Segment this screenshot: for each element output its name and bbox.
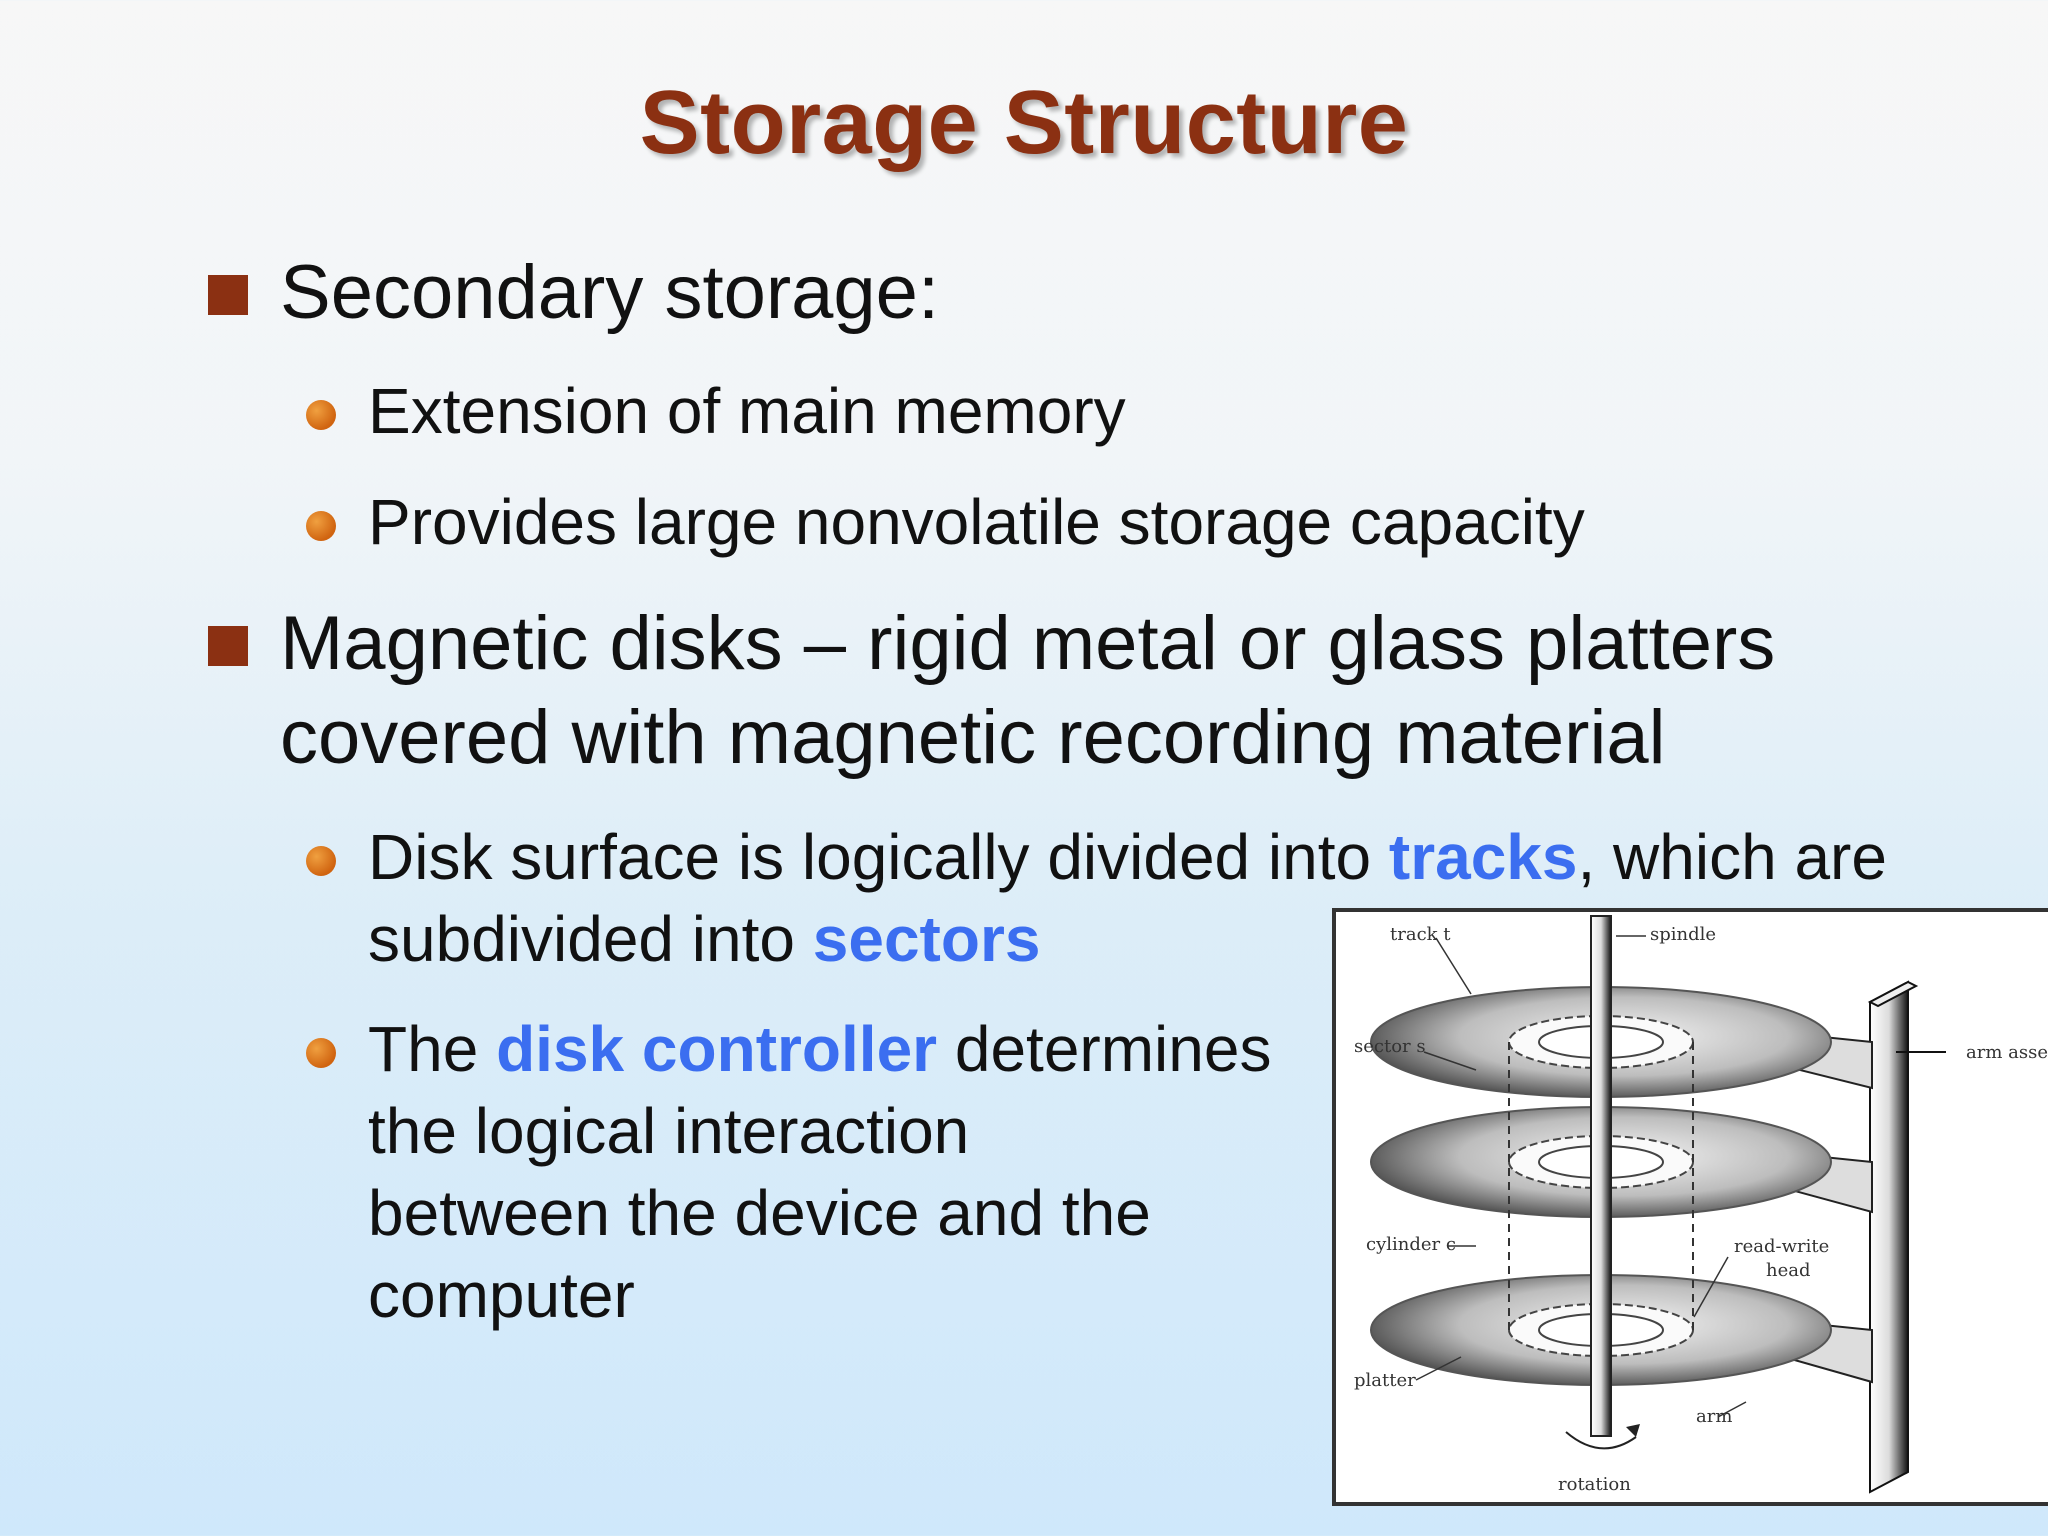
leader-lines bbox=[1415, 935, 1747, 1418]
highlight-disk-controller: disk controller bbox=[496, 1013, 938, 1085]
sub-bullet-disk-controller: The disk controller determines the logic… bbox=[306, 1008, 1272, 1336]
text: between the device and the bbox=[368, 1177, 1151, 1249]
label-read-write: read-write bbox=[1734, 1236, 1829, 1257]
sub-bullet-capacity: Provides large nonvolatile storage capac… bbox=[306, 481, 1585, 563]
dot-bullet-icon bbox=[306, 1038, 336, 1068]
dot-bullet-icon bbox=[306, 400, 336, 430]
bullet-text-line1: Magnetic disks – rigid metal or glass pl… bbox=[280, 601, 1776, 686]
label-sector: sector s bbox=[1354, 1036, 1426, 1057]
dot-bullet-icon bbox=[306, 511, 336, 541]
sub-bullet-tracks: Disk surface is logically divided into t… bbox=[306, 816, 1887, 980]
text: , which are bbox=[1577, 821, 1887, 893]
spindle bbox=[1565, 915, 1640, 1450]
label-spindle: spindle bbox=[1650, 924, 1716, 945]
label-arm: arm bbox=[1696, 1406, 1732, 1427]
disk-diagram: track t spindle arm assembly sector s cy… bbox=[1332, 908, 2048, 1506]
sub-bullet-extension: Extension of main memory bbox=[306, 370, 1126, 452]
square-bullet-icon bbox=[208, 275, 248, 315]
label-platter: platter bbox=[1354, 1370, 1416, 1391]
highlight-sectors: sectors bbox=[812, 903, 1041, 975]
text: Disk surface is logically divided into bbox=[368, 821, 1389, 893]
label-track: track t bbox=[1390, 924, 1451, 945]
bullet-text: Secondary storage: bbox=[280, 250, 940, 335]
text: subdivided into bbox=[368, 903, 813, 975]
label-rotation: rotation bbox=[1558, 1474, 1631, 1495]
highlight-tracks: tracks bbox=[1388, 821, 1578, 893]
label-cylinder: cylinder c bbox=[1366, 1234, 1456, 1255]
dot-bullet-icon bbox=[306, 846, 336, 876]
text: the logical interaction bbox=[368, 1095, 970, 1167]
label-arm-assembly: arm assembly bbox=[1966, 1042, 2048, 1063]
sub-bullet-text: Provides large nonvolatile storage capac… bbox=[368, 486, 1585, 558]
slide-title: Storage Structure bbox=[639, 73, 1409, 173]
bullet-magnetic-disks: Magnetic disks – rigid metal or glass pl… bbox=[208, 597, 1776, 785]
text: determines bbox=[937, 1013, 1272, 1085]
sub-bullet-text: Extension of main memory bbox=[368, 375, 1126, 447]
cylinder-lines bbox=[1508, 1042, 1694, 1330]
arm-assembly-column bbox=[1867, 980, 1946, 1494]
label-head: head bbox=[1766, 1260, 1811, 1281]
text: The bbox=[368, 1013, 497, 1085]
bullet-text-line2: covered with magnetic recording material bbox=[280, 695, 1666, 780]
bullet-secondary-storage: Secondary storage: bbox=[208, 246, 940, 340]
text: computer bbox=[368, 1259, 635, 1331]
square-bullet-icon bbox=[208, 626, 248, 666]
